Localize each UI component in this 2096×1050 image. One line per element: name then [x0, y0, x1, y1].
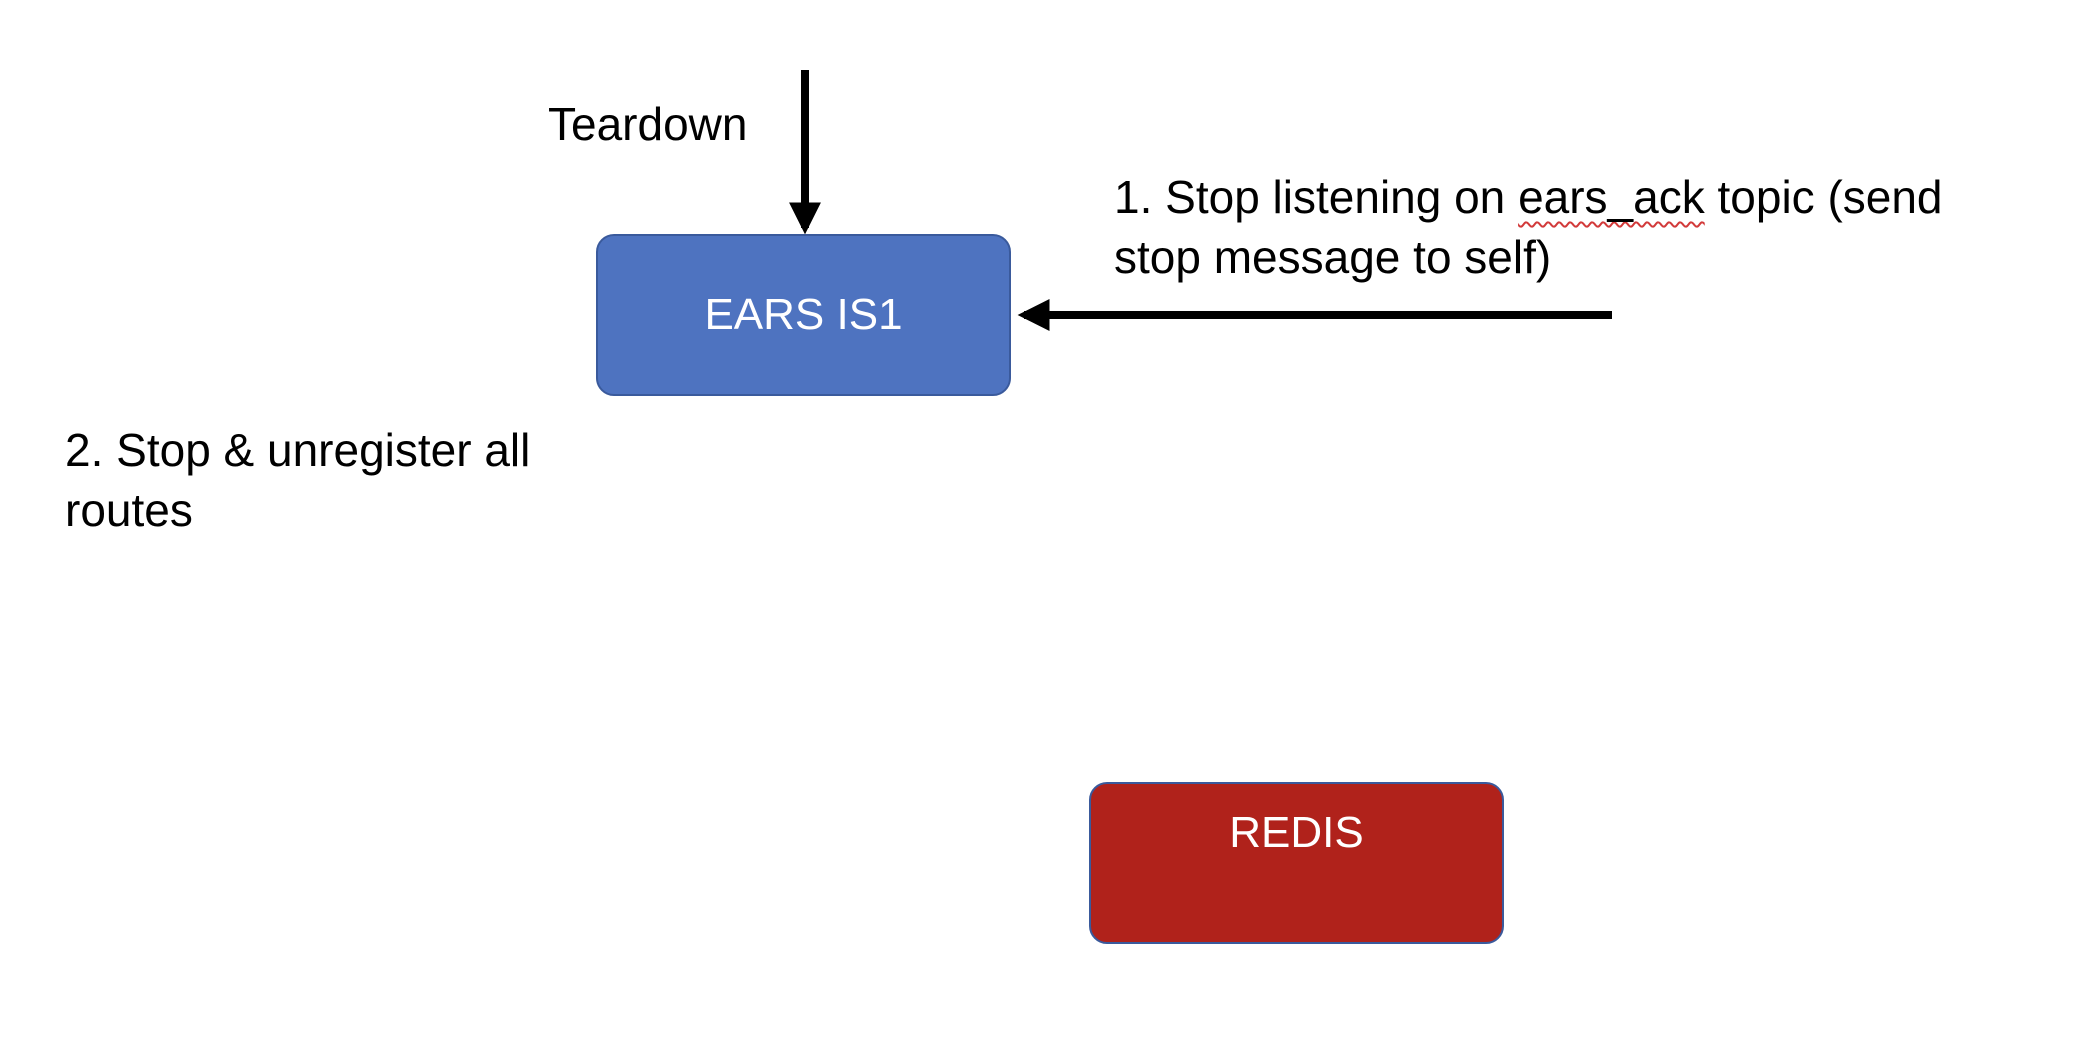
redis-label: REDIS	[1229, 808, 1364, 857]
step1-line2: stop message to self)	[1114, 231, 1552, 283]
teardown-label: Teardown	[548, 98, 748, 150]
ears-is1-label: EARS IS1	[704, 290, 903, 339]
redis-node: REDIS	[1089, 782, 1504, 944]
step1-label: 1. Stop listening on ears_ack topic (sen…	[1114, 167, 1943, 287]
step2-line2: routes	[65, 484, 193, 536]
ears-is1-node: EARS IS1	[596, 234, 1011, 396]
step2-line1: 2. Stop & unregister all	[65, 424, 531, 476]
step1-misspelled-word: ears_ack	[1518, 171, 1705, 223]
step2-label: 2. Stop & unregister all routes	[65, 420, 530, 540]
step1-line1: 1. Stop listening on ears_ack topic (sen…	[1114, 171, 1943, 223]
